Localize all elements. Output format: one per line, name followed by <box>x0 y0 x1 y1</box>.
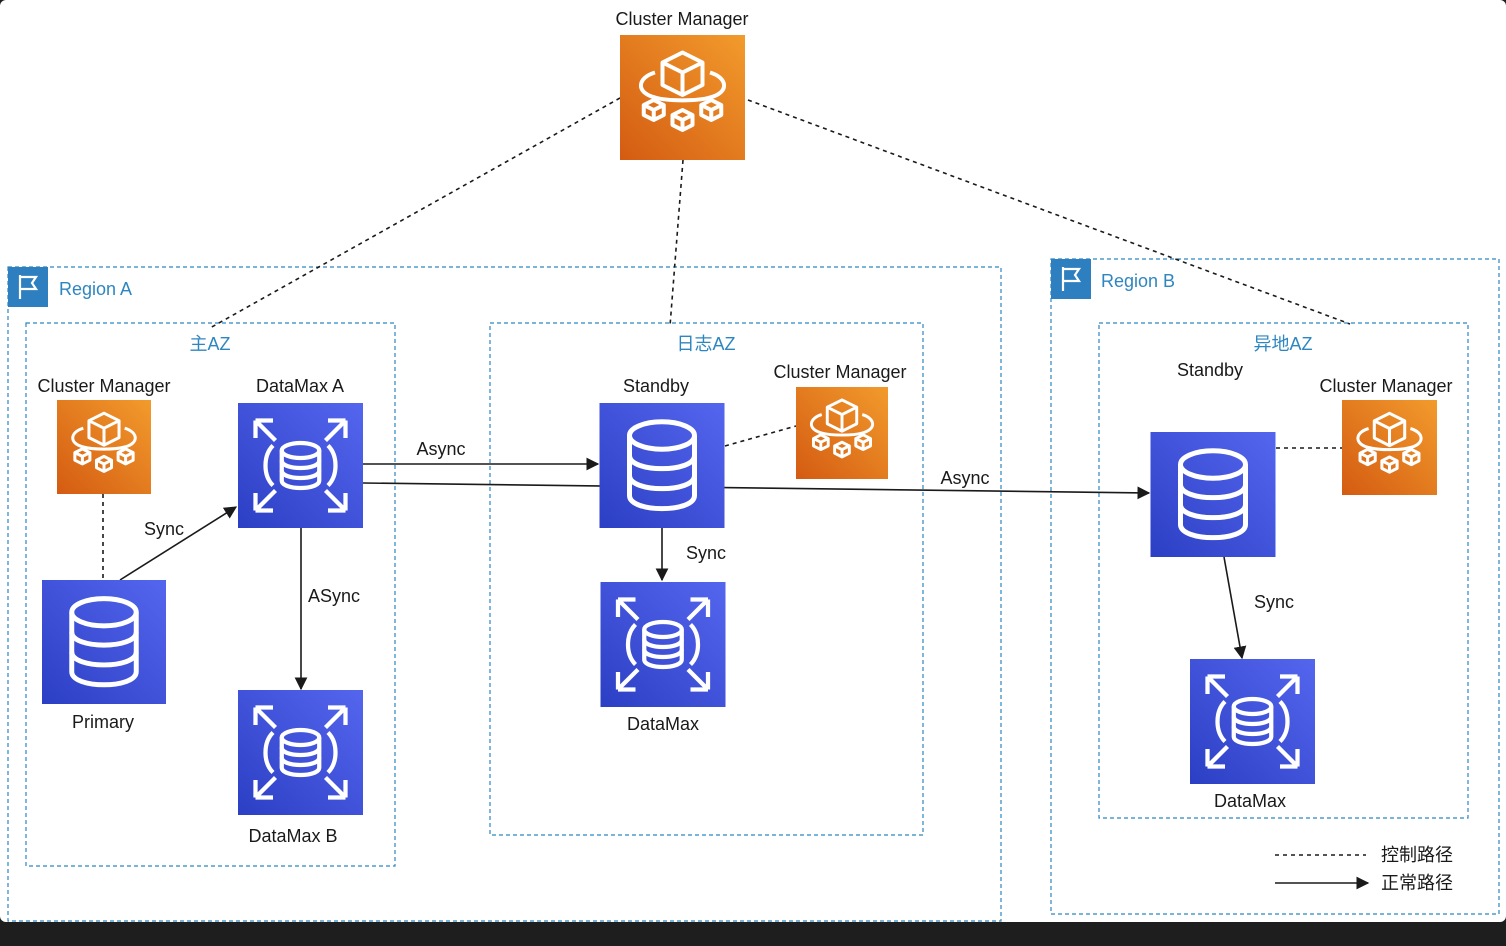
datamax-a-label: DataMax A <box>255 376 345 396</box>
control-path-top-to-log <box>669 159 684 327</box>
legend-control-path-label: 控制路径 <box>1381 845 1453 865</box>
async-datamax-a-to-remote-standby <box>362 482 1151 500</box>
main-az-async-label: ASync <box>307 586 361 606</box>
remote-datamax-label: DataMax <box>1213 791 1287 811</box>
main-az-sync-label: Sync <box>143 519 185 539</box>
log-az-title: 日志AZ <box>676 334 736 354</box>
remote-az-title: 异地AZ <box>1253 334 1313 354</box>
remote-az-cluster-manager-label: Cluster Manager <box>1319 376 1453 396</box>
legend-normal-path-label: 正常路径 <box>1381 873 1453 893</box>
region-b-title: Region B <box>1101 271 1176 291</box>
control-path-top-to-main <box>209 97 621 329</box>
log-standby-database-icon <box>600 403 725 528</box>
remote-az-box <box>1098 322 1469 819</box>
control-path-top-to-remote <box>747 99 1351 325</box>
control-path-cm-standby-log <box>724 425 797 447</box>
architecture-diagram <box>7 35 1500 922</box>
log-az-cluster-manager-icon <box>796 387 888 479</box>
datamax-b-icon <box>238 690 363 815</box>
main-az-box <box>25 322 396 867</box>
log-az-cluster-manager-label: Cluster Manager <box>773 362 907 382</box>
datamax-b-label: DataMax B <box>248 826 338 846</box>
region-a-box <box>7 266 1002 922</box>
log-datamax-label: DataMax <box>626 714 700 734</box>
main-az-cluster-manager-label: Cluster Manager <box>37 376 171 396</box>
log-standby-label: Standby <box>622 376 690 396</box>
primary-label: Primary <box>72 712 134 732</box>
region-b-flag-icon <box>1051 259 1091 299</box>
main-az-cluster-manager-icon <box>57 400 151 494</box>
sync-remote-standby-to-datamax <box>1223 556 1247 660</box>
region-a-flag-icon <box>8 267 48 307</box>
primary-database-icon <box>42 580 166 704</box>
datamax-a-icon <box>238 403 363 528</box>
async-to-log-label: Async <box>416 439 466 459</box>
remote-datamax-icon <box>1190 659 1315 784</box>
main-az-title: 主AZ <box>189 334 231 354</box>
remote-standby-database-icon <box>1151 432 1276 557</box>
remote-az-sync-label: Sync <box>1253 592 1295 612</box>
remote-standby-label: Standby <box>1176 360 1244 380</box>
region-b-box <box>1050 258 1500 915</box>
region-a-title: Region A <box>59 279 133 299</box>
log-az-sync-label: Sync <box>685 543 727 563</box>
top-cluster-manager-icon <box>620 35 745 160</box>
async-to-remote-label: Async <box>940 468 990 488</box>
log-az-box <box>489 322 924 836</box>
sync-primary-to-datamax-a <box>119 506 238 581</box>
remote-az-cluster-manager-icon <box>1342 400 1437 495</box>
log-datamax-icon <box>601 582 726 707</box>
top-cluster-manager-label: Cluster Manager <box>615 9 749 29</box>
